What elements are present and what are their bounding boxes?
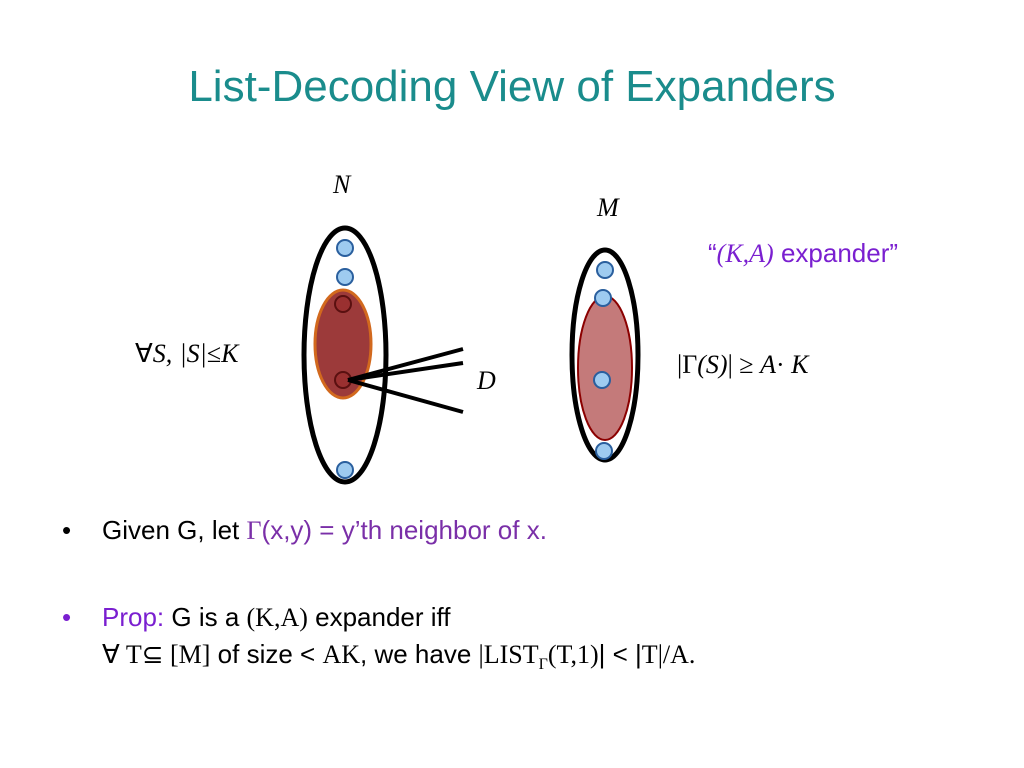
bullet-list: • Given G, let Γ(x,y) = y’th neighbor of… [62, 512, 695, 683]
geq-symbol: ≥ [732, 350, 761, 379]
label-d: D [477, 366, 496, 395]
right-node [596, 261, 614, 279]
edge [347, 347, 464, 382]
bullet-text: expander iff [307, 602, 451, 632]
bullet-text: | < | [598, 639, 642, 669]
bullet-line-1: Prop: G is a (K,A) expander iff [102, 599, 695, 636]
bullet-text: of size < [210, 639, 323, 669]
forall-symbol: ∀ [135, 339, 153, 368]
ka-params: (K,A) [246, 603, 308, 632]
leq-symbol: ≤ [206, 339, 222, 368]
dot-symbol: · [775, 350, 785, 379]
right-node [595, 442, 613, 460]
neighborhood-ellipse [577, 295, 633, 441]
abs-close: | [727, 350, 733, 379]
forall-symbol: ∀ [102, 640, 126, 669]
right-node [593, 371, 611, 389]
label-n: N [333, 170, 351, 199]
label-m: M [597, 193, 619, 222]
set-t: T [641, 640, 658, 669]
ka-params: (K,A) [716, 239, 774, 268]
subset-s-ellipse [313, 288, 373, 400]
left-node [336, 461, 354, 479]
right-condition: |Γ(S)| ≥ A· K [677, 349, 808, 380]
bullet-text: |/A. [657, 640, 696, 669]
size-s: |S| [179, 339, 207, 368]
param-a: A [760, 350, 776, 379]
param-k: K [784, 350, 809, 379]
bound-k: K [221, 339, 239, 368]
left-set-ellipse [301, 225, 389, 485]
set-t: T [125, 640, 142, 669]
list-expr: |LIST [478, 640, 539, 669]
quote-open: “ [708, 238, 717, 268]
edge [347, 378, 464, 414]
bullet-text: , we have [360, 639, 479, 669]
left-condition: ∀S, |S|≤K [135, 338, 238, 369]
expander-quote: “(K,A) expander” [708, 238, 898, 269]
bullet-text: G is a [164, 602, 247, 632]
set-s: S, [152, 339, 173, 368]
abs-open: | [677, 350, 683, 379]
right-set-ellipse [569, 247, 641, 463]
bullet-item: • Given G, let Γ(x,y) = y’th neighbor of… [62, 512, 695, 549]
bullet-line-2: ∀ T⊆ [M] of size < AK, we have |LISTΓ(T,… [102, 636, 695, 683]
left-node [336, 268, 354, 286]
list-args: (T,1) [547, 640, 599, 669]
expander-word: expander” [773, 238, 899, 268]
gamma-subscript: Γ [538, 656, 548, 674]
param-ak: AK [322, 640, 361, 669]
paren-s: (S) [697, 350, 728, 379]
bullet-dot: • [62, 515, 72, 545]
prop-label: Prop: [102, 602, 165, 632]
subseteq-symbol: ⊆ [141, 640, 171, 669]
slide-title: List-Decoding View of Expanders [188, 62, 836, 111]
bullet-item: • Prop: G is a (K,A) expander iff ∀ T⊆ [… [62, 599, 695, 683]
bullet-dot: • [62, 602, 72, 632]
right-node [594, 289, 612, 307]
left-node [336, 239, 354, 257]
edge [347, 361, 464, 382]
bullet-text: Given G, let [102, 515, 247, 545]
gamma-symbol: Γ [246, 516, 262, 545]
bullet-purple-text: (x,y) = y’th neighbor of x. [261, 515, 547, 545]
gamma-symbol: Γ [682, 350, 698, 379]
left-node-in-s [334, 295, 352, 313]
set-m: [M] [170, 640, 211, 669]
